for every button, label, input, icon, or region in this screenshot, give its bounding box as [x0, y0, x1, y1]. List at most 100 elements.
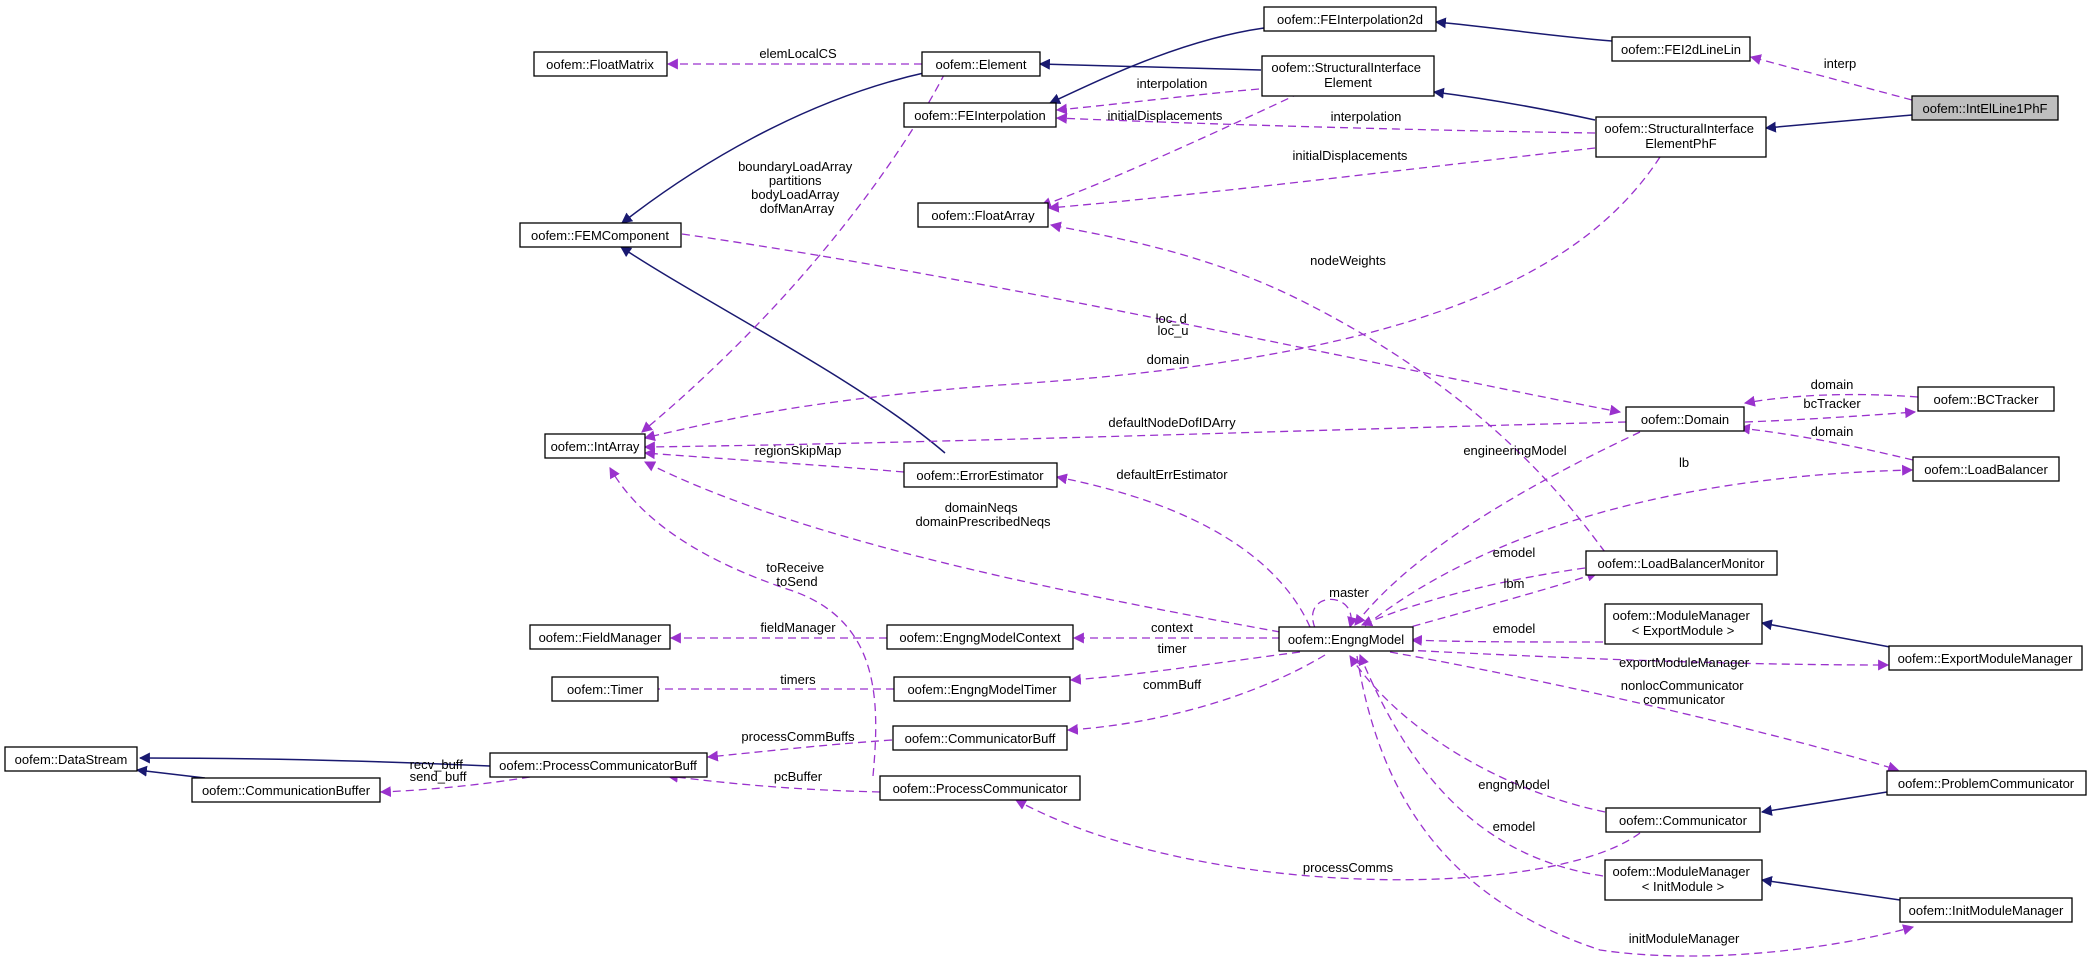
label-emodel-lbm: emodel — [1493, 545, 1536, 560]
node-engngmodel[interactable]: oofem::EngngModel — [1278, 626, 1414, 652]
edge-initmodulemanager-to-modulemanager — [1760, 875, 1901, 901]
node-loadbalancermonitor[interactable]: oofem::LoadBalancerMonitor — [1585, 550, 1778, 576]
label-defaulterrestimator: defaultErrEstimator — [1116, 467, 1228, 482]
label-domain-bc: domain — [1811, 377, 1854, 392]
edge-defaultnodedofidarry — [643, 421, 1627, 453]
edge-interpolation-siephf — [1055, 112, 1596, 134]
edge-siephf-to-sie — [1432, 87, 1596, 121]
label-initmodulemanager: initModuleManager — [1629, 931, 1740, 946]
node-engngmodelcontext[interactable]: oofem::EngngModelContext — [886, 624, 1074, 650]
label-defaultnodedofidarry: defaultNodeDofIDArry — [1108, 415, 1236, 430]
edge-domain-bc — [1743, 393, 1919, 407]
label-pcbuffer: pcBuffer — [774, 769, 823, 784]
node-processcommunicatorbuff[interactable]: oofem::ProcessCommunicatorBuff — [489, 752, 708, 778]
node-bctracker[interactable]: oofem::BCTracker — [1917, 386, 2055, 412]
svg-text:oofem::EngngModel: oofem::EngngModel — [1288, 632, 1404, 647]
node-processcommunicator[interactable]: oofem::ProcessCommunicator — [879, 775, 1081, 801]
label-processcommbuffs: processCommBuffs — [741, 729, 855, 744]
node-loadbalancer[interactable]: oofem::LoadBalancer — [1912, 456, 2060, 482]
svg-text:oofem::InitModuleManager: oofem::InitModuleManager — [1909, 903, 2064, 918]
edge-initialdisplacements-sie — [1039, 92, 1301, 208]
svg-text:oofem::IntElLine1PhF: oofem::IntElLine1PhF — [1922, 101, 2047, 116]
node-communicationbuffer[interactable]: oofem::CommunicationBuffer — [191, 777, 381, 803]
edge-processcommunicatorbuff-to-datastream — [138, 752, 491, 767]
label-elemlocalcs: elemLocalCS — [759, 46, 837, 61]
edge-initmodulemanager — [1356, 655, 1915, 957]
edge-sie-to-element — [1038, 58, 1262, 71]
node-modulemanager-exportmodule[interactable]: oofem::ModuleManager < ExportModule > — [1604, 603, 1763, 645]
node-communicatorbuff[interactable]: oofem::CommunicatorBuff — [892, 725, 1068, 751]
node-intarray[interactable]: oofem::IntArray — [544, 433, 646, 459]
edge-emodel-init — [1358, 653, 1604, 877]
node-timer[interactable]: oofem::Timer — [551, 676, 659, 702]
edge-exportmodulemanager-to-modulemanager — [1760, 619, 1891, 648]
svg-text:oofem::FEInterpolation: oofem::FEInterpolation — [914, 108, 1046, 123]
svg-text:oofem::ModuleManager <: oofem::ModuleManager < InitModule > — [1613, 864, 1754, 894]
usage-edges — [379, 54, 1919, 957]
node-engngmodeltimer[interactable]: oofem::EngngModelTimer — [893, 676, 1071, 702]
svg-text:oofem::Element: oofem::Element — [935, 57, 1026, 72]
svg-text:oofem::ProcessCommunicatorBuff: oofem::ProcessCommunicatorBuff — [499, 758, 697, 773]
edge-element-to-femcomponent — [621, 71, 929, 224]
edge-element-intarray — [641, 72, 946, 433]
edge-regionskipmap — [643, 448, 905, 473]
edge-lbm — [1399, 570, 1599, 631]
svg-text:oofem::FloatMatrix: oofem::FloatMatrix — [546, 57, 654, 72]
edge-domainneqs — [644, 461, 1281, 633]
label-emodel-mm: emodel — [1493, 621, 1536, 636]
label-timer: timer — [1158, 641, 1188, 656]
edge-feinterpolation2d-to-feinterpolation — [1049, 27, 1265, 104]
edge-communicator — [1389, 651, 1900, 773]
label-communicator: nonlocCommunicator communicator — [1621, 678, 1747, 707]
edge-exportmodulemanager — [1404, 649, 1890, 671]
node-datastream[interactable]: oofem::DataStream — [4, 746, 138, 772]
label-engineeringmodel: engineeringModel — [1463, 443, 1566, 458]
node-communicator[interactable]: oofem::Communicator — [1605, 807, 1761, 833]
node-floatmatrix[interactable]: oofem::FloatMatrix — [533, 51, 668, 77]
svg-text:oofem::FEI2dLineLin: oofem::FEI2dLineLin — [1621, 42, 1741, 57]
edge-interpolation-sie — [1055, 88, 1260, 115]
node-feinterpolation2d[interactable]: oofem::FEInterpolation2d — [1263, 6, 1437, 32]
node-femcomponent[interactable]: oofem::FEMComponent — [519, 222, 682, 248]
edge-lb — [1364, 464, 1914, 627]
edge-emodel-lbm — [1360, 567, 1586, 627]
node-feinterpolation[interactable]: oofem::FEInterpolation — [903, 102, 1057, 128]
label-master: master — [1329, 585, 1369, 600]
svg-text:oofem::BCTracker: oofem::BCTracker — [1934, 392, 2040, 407]
label-processcomms: processComms — [1303, 860, 1394, 875]
node-fieldmanager[interactable]: oofem::FieldManager — [529, 624, 671, 650]
node-exportmodulemanager[interactable]: oofem::ExportModuleManager — [1888, 645, 2083, 671]
edge-defaulterrestimator — [1055, 473, 1311, 628]
svg-text:oofem::Communicator: oofem::Communicator — [1619, 813, 1748, 828]
svg-text:oofem::StructuralInterface: oofem::StructuralInterface Element — [1271, 60, 1424, 90]
node-domain[interactable]: oofem::Domain — [1625, 406, 1745, 432]
node-structuralinterfaceelement[interactable]: oofem::StructuralInterface Element — [1261, 55, 1435, 97]
label-initialdisplacements-sie: initialDisplacements — [1108, 108, 1223, 123]
node-errorestimator[interactable]: oofem::ErrorEstimator — [903, 462, 1058, 488]
label-interpolation-sie: interpolation — [1137, 76, 1208, 91]
svg-text:oofem::LoadBalancer: oofem::LoadBalancer — [1924, 462, 2048, 477]
node-initmodulemanager[interactable]: oofem::InitModuleManager — [1899, 897, 2073, 923]
edge-pcbuffer — [666, 771, 881, 793]
label-bctracker: bcTracker — [1803, 396, 1861, 411]
edge-processcomms — [1015, 799, 1641, 881]
node-modulemanager-initmodule[interactable]: oofem::ModuleManager < InitModule > — [1604, 859, 1763, 901]
label-interpolation-siephf: interpolation — [1331, 109, 1402, 124]
svg-text:oofem::ProcessCommunicator: oofem::ProcessCommunicator — [893, 781, 1069, 796]
label-exportmodulemanager: exportModuleManager — [1619, 655, 1750, 670]
node-floatarray[interactable]: oofem::FloatArray — [917, 202, 1049, 228]
label-nodeweights: nodeWeights — [1310, 253, 1386, 268]
label-toreceive: toReceive toSend — [766, 560, 827, 589]
svg-text:oofem::CommunicatorBuff: oofem::CommunicatorBuff — [905, 731, 1056, 746]
node-intelline1phf[interactable]: oofem::IntElLine1PhF — [1911, 95, 2059, 121]
label-domain-fem: domain — [1147, 352, 1190, 367]
node-fei2dlinelin[interactable]: oofem::FEI2dLineLin — [1611, 36, 1751, 62]
label-buffs: recv_buff send_buff — [410, 757, 467, 784]
node-structuralinterfaceelementphf[interactable]: oofem::StructuralInterface ElementPhF — [1595, 116, 1767, 158]
svg-text:oofem::Domain: oofem::Domain — [1641, 412, 1729, 427]
node-element[interactable]: oofem::Element — [921, 51, 1041, 77]
label-timers: timers — [780, 672, 816, 687]
edge-errorestimator-to-femcomponent — [620, 246, 946, 454]
edge-bctracker — [1744, 407, 1917, 423]
node-problemcommunicator[interactable]: oofem::ProblemCommunicator — [1886, 770, 2087, 796]
